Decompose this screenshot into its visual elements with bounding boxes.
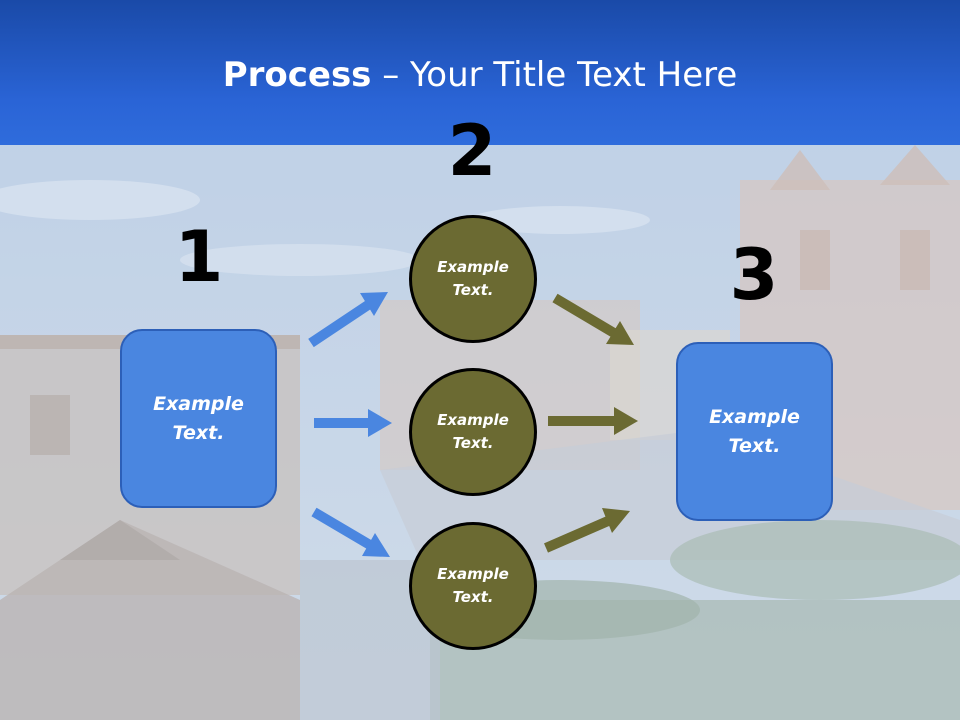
step-2-circle-top: Example Text. bbox=[409, 215, 537, 343]
step-2-text-middle: Example Text. bbox=[437, 411, 509, 452]
arrow-1-to-top bbox=[308, 292, 388, 348]
step-3-text: Example Text. bbox=[709, 405, 800, 457]
arrow-1-to-middle bbox=[314, 409, 392, 437]
step-3-box: Example Text. bbox=[676, 342, 833, 521]
step-number-1: 1 bbox=[174, 216, 224, 298]
arrow-top-to-3 bbox=[552, 293, 634, 345]
arrow-middle-to-3 bbox=[548, 407, 638, 435]
slide-title: Process – Your Title Text Here bbox=[0, 54, 960, 96]
step-number-2: 2 bbox=[447, 110, 497, 192]
step-2-text-bottom: Example Text. bbox=[437, 565, 509, 606]
step-1-text: Example Text. bbox=[153, 392, 244, 444]
step-2-text-top: Example Text. bbox=[437, 258, 509, 299]
step-1-box: Example Text. bbox=[120, 329, 277, 508]
step-number-3: 3 bbox=[729, 234, 779, 316]
step-2-circle-bottom: Example Text. bbox=[409, 522, 537, 650]
arrow-1-to-bottom bbox=[311, 507, 390, 557]
step-2-circle-middle: Example Text. bbox=[409, 368, 537, 496]
header-bar bbox=[0, 0, 960, 145]
title-bold: Process bbox=[222, 55, 372, 95]
arrow-bottom-to-3 bbox=[544, 508, 630, 553]
title-rest: – Your Title Text Here bbox=[371, 55, 738, 95]
